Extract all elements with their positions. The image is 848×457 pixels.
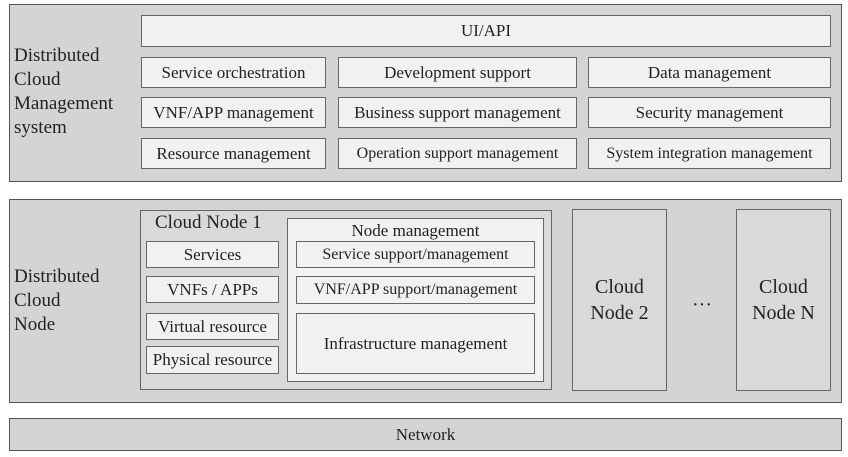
management-label-line: Management <box>14 93 114 114</box>
operation-support-management-box: Operation support management <box>338 138 577 169</box>
cloud-node-2: Cloud Node 2 <box>572 209 667 391</box>
ellipsis: ··· <box>692 294 712 316</box>
cloud-node-2-line: Cloud <box>595 276 644 298</box>
service-support-management-box: Service support/management <box>296 241 535 268</box>
cloud-node-1-title: Cloud Node 1 <box>155 212 262 233</box>
system-integration-management-box: System integration management <box>588 138 831 169</box>
service-orchestration-box: Service orchestration <box>141 57 326 88</box>
node-label-line: Cloud <box>14 290 61 311</box>
network-label: Network <box>395 424 456 444</box>
node-label-line: Node <box>14 314 56 335</box>
management-label-line: system <box>14 117 67 138</box>
management-system-label: Distributed Cloud Management system <box>14 44 113 140</box>
services-box: Services <box>146 241 279 268</box>
vnf-app-support-management-box: VNF/APP support/management <box>296 276 535 304</box>
cloud-node-n-line: Node N <box>752 302 815 324</box>
management-label-line: Cloud <box>14 69 61 90</box>
resource-management-box: Resource management <box>141 138 326 169</box>
cloud-node-label: Distributed Cloud Node <box>14 265 100 337</box>
data-management-box: Data management <box>588 57 831 88</box>
infrastructure-management-box: Infrastructure management <box>296 313 535 374</box>
network-bar: Network <box>9 418 842 451</box>
vnfs-apps-box: VNFs / APPs <box>146 276 279 303</box>
vnf-app-management-box: VNF/APP management <box>141 97 326 128</box>
management-label-line: Distributed <box>14 45 100 66</box>
virtual-resource-box: Virtual resource <box>146 313 279 340</box>
cloud-node-n-line: Cloud <box>759 276 808 298</box>
development-support-box: Development support <box>338 57 577 88</box>
cloud-node-n: Cloud Node N <box>736 209 831 391</box>
business-support-management-box: Business support management <box>338 97 577 128</box>
physical-resource-box: Physical resource <box>146 346 279 374</box>
ui-api-box: UI/API <box>141 15 831 47</box>
node-management-title: Node management <box>351 221 480 240</box>
node-label-line: Distributed <box>14 266 100 287</box>
cloud-node-2-line: Node 2 <box>590 302 649 324</box>
security-management-box: Security management <box>588 97 831 128</box>
